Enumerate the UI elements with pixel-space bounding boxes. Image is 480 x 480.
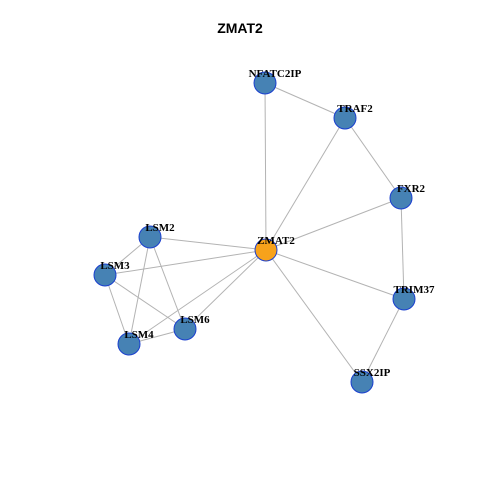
node-zmat2[interactable]: [254, 238, 278, 262]
node-lsm4[interactable]: [117, 332, 141, 356]
node-label-nfatc2ip: NFATC2IP: [249, 68, 302, 80]
edge-zmat2-trim37: [265, 249, 405, 300]
edge-trim37-ssx2ip: [361, 298, 405, 383]
edge-lsm2-lsm6: [149, 236, 186, 330]
node-layer: [93, 71, 416, 394]
edge-traf2-zmat2: [265, 117, 346, 251]
graph-title: ZMAT2: [217, 20, 263, 36]
node-trim37[interactable]: [392, 287, 416, 311]
edge-zmat2-lsm2: [149, 236, 267, 251]
node-lsm3[interactable]: [93, 263, 117, 287]
edge-lsm3-lsm4: [104, 274, 130, 345]
node-traf2[interactable]: [333, 106, 357, 130]
node-ssx2ip[interactable]: [350, 370, 374, 394]
edge-fxr2-trim37: [400, 197, 405, 300]
edge-lsm2-lsm4: [128, 236, 151, 345]
edge-zmat2-lsm3: [104, 249, 267, 276]
edge-zmat2-lsm6: [184, 249, 267, 330]
node-label-lsm4: LSM4: [124, 329, 154, 341]
edge-fxr2-zmat2: [265, 197, 402, 251]
node-label-trim37: TRIM37: [394, 284, 435, 296]
node-label-lsm3: LSM3: [100, 260, 130, 272]
node-lsm2[interactable]: [138, 225, 162, 249]
node-label-traf2: TRAF2: [337, 103, 373, 115]
edge-zmat2-ssx2ip: [265, 249, 363, 383]
node-lsm6[interactable]: [173, 317, 197, 341]
edge-zmat2-lsm4: [128, 249, 267, 345]
node-label-ssx2ip: SSX2IP: [354, 367, 391, 379]
node-label-fxr2: FXR2: [397, 183, 426, 195]
edge-lsm3-lsm6: [104, 274, 186, 330]
node-label-lsm6: LSM6: [180, 314, 210, 326]
edge-traf2-fxr2: [344, 117, 402, 199]
node-label-zmat2: ZMAT2: [257, 235, 295, 247]
edge-nfatc2ip-zmat2: [264, 82, 267, 251]
edge-nfatc2ip-traf2: [264, 82, 346, 119]
edge-layer: [104, 82, 405, 383]
node-nfatc2ip[interactable]: [253, 71, 277, 95]
node-fxr2[interactable]: [389, 186, 413, 210]
node-label-lsm2: LSM2: [145, 222, 175, 234]
